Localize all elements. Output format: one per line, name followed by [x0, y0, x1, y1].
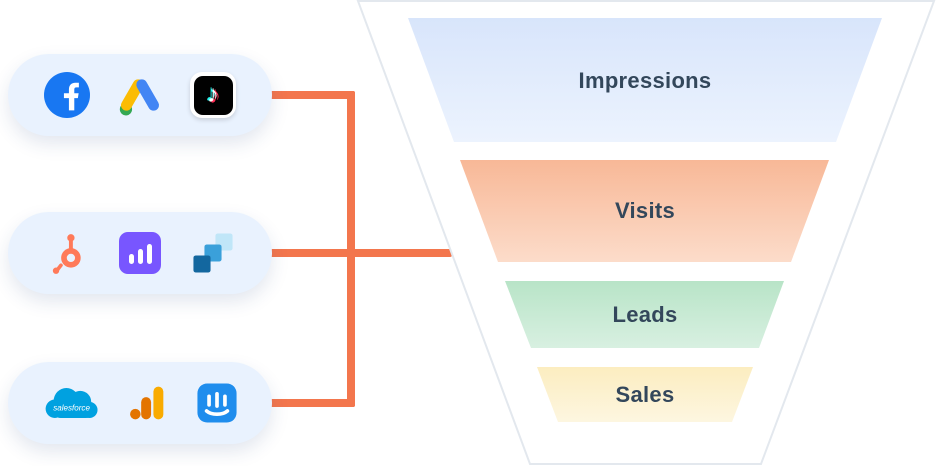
integration-pill-marketing-tools	[8, 212, 272, 294]
integration-pill-ad-platforms: ♪	[8, 54, 272, 136]
facebook-icon	[43, 71, 91, 119]
tiktok-note-glyph: ♪	[207, 81, 219, 108]
integration-pill-crm-tools: salesforce	[8, 362, 272, 444]
funnel-stage-visits	[460, 160, 829, 262]
google-ads-icon	[116, 71, 164, 119]
funnel-stage-leads	[505, 281, 784, 348]
data-tiles-icon	[189, 229, 237, 277]
salesforce-icon: salesforce	[40, 379, 102, 427]
tiktok-square: ♪	[193, 75, 233, 115]
tiktok-tile: ♪	[190, 72, 236, 118]
connector-line-top	[270, 91, 355, 99]
connector-line-bottom	[270, 399, 355, 407]
google-analytics-icon	[123, 379, 171, 427]
funnel-label-leads: Leads	[612, 302, 677, 327]
intercom-icon	[193, 379, 241, 427]
salesforce-wordmark: salesforce	[53, 404, 90, 413]
funnel-graphic: Impressions Visits Leads Sales	[356, 0, 936, 465]
funnel-stage-impressions	[408, 18, 882, 142]
funnel-label-visits: Visits	[615, 198, 675, 223]
funnel-label-impressions: Impressions	[579, 68, 712, 93]
connector-line-vertical	[347, 91, 355, 407]
connector-line-middle	[270, 249, 452, 257]
mixpanel-bar-short	[128, 254, 134, 264]
tiktok-icon: ♪	[189, 71, 237, 119]
mixpanel-icon	[116, 229, 164, 277]
mixpanel-bar-tall	[146, 244, 152, 264]
mixpanel-tile	[119, 232, 161, 274]
funnel-label-sales: Sales	[616, 382, 675, 407]
funnel-stage-sales	[537, 367, 753, 422]
hubspot-icon	[43, 229, 91, 277]
mixpanel-bar-medium	[137, 249, 143, 264]
